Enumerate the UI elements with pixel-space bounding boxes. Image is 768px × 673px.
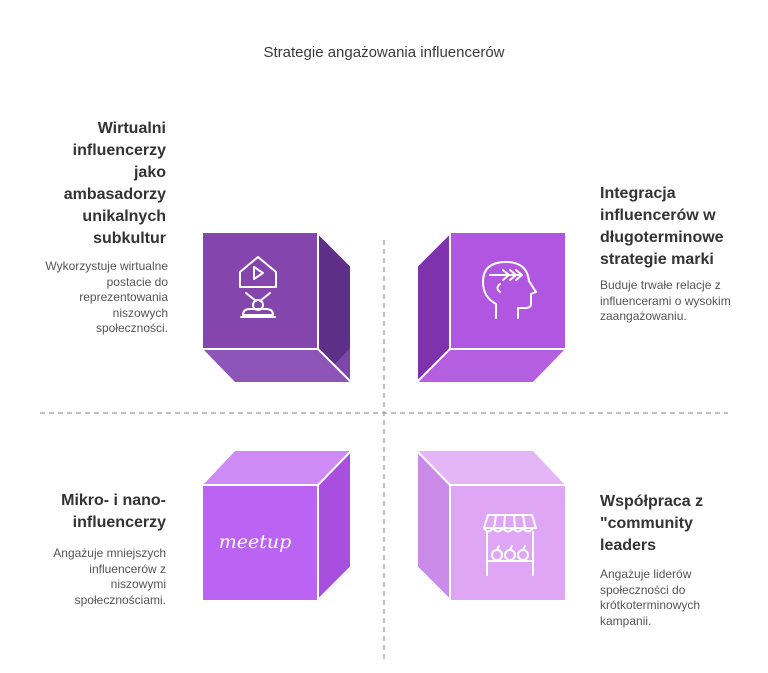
block-top-left — [203, 230, 352, 385]
desc-micro-nano-influencers: Angażuje mniejszych influencerów z niszo… — [53, 546, 166, 607]
diagram-title: Strategie angażowania influencerów — [263, 44, 505, 61]
heading-community-leaders: Współpraca z "community leaders — [600, 493, 704, 554]
heading-micro-nano-influencers: Mikro- i nano-influencerzy — [61, 492, 166, 531]
desc-community-leaders: Angażuje liderów społeczności do krótkot… — [600, 567, 701, 628]
meetup-icon: meetup — [219, 531, 292, 553]
heading-long-term-integration: Integracja influencerów w długoterminowe… — [600, 185, 724, 268]
desc-virtual-influencers: Wykorzystuje wirtualne postacie do repre… — [45, 259, 168, 335]
robot-video-icon — [239, 256, 277, 318]
block-top-right — [416, 230, 565, 385]
head-arrow-icon — [482, 261, 537, 319]
block-bottom-right — [416, 448, 565, 603]
block-bottom-left: meetup — [203, 448, 352, 603]
heading-virtual-influencers: Wirtualni influencerzy jako ambasadorzy … — [63, 120, 166, 247]
market-stall-icon — [483, 514, 537, 576]
desc-long-term-integration: Buduje trwałe relacje z influencerami o … — [600, 278, 731, 323]
